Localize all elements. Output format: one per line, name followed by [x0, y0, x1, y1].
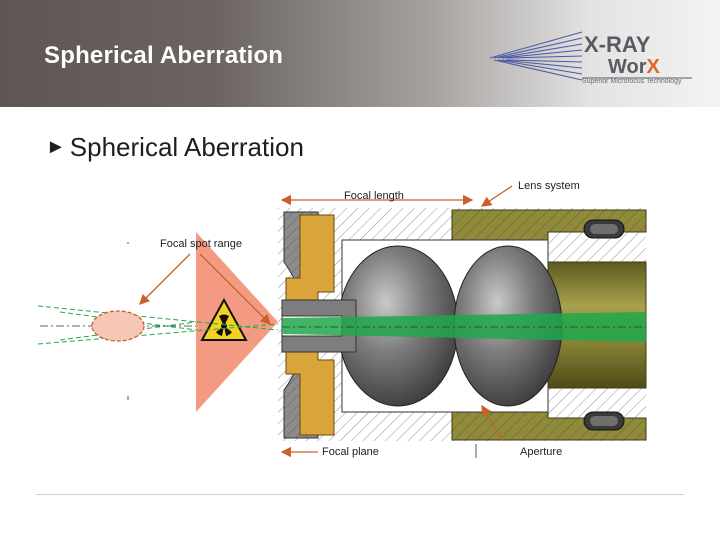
lens-system-callout-arrow — [480, 185, 513, 207]
logo-tagline: Superior Microfocus Technology — [582, 78, 682, 85]
bullet-arrow-icon: ► — [46, 136, 66, 158]
logo-chevron-graphic — [489, 31, 692, 81]
label-focal-length: Focal length — [344, 190, 404, 202]
bullet-text: Spherical Aberration — [69, 132, 304, 162]
focal-spot-ellipse — [91, 310, 145, 342]
logo-text-worx: WorX — [608, 56, 660, 78]
focal-spot-callout-arrow-left — [139, 253, 191, 305]
aperture-callout-arrow — [481, 404, 503, 441]
label-focal-spot-range: Focal spot range — [160, 238, 242, 250]
bullet-heading: ►Spherical Aberration — [46, 132, 304, 163]
company-logo: X-RAY WorX Superior Microfocus Technolog… — [486, 18, 706, 94]
label-aperture: Aperture — [520, 446, 562, 458]
logo-text-xray: X-RAY — [584, 32, 651, 57]
label-focal-plane: Focal plane — [322, 446, 379, 458]
page-title: Spherical Aberration — [44, 42, 284, 69]
label-lens-system: Lens system — [518, 180, 580, 192]
focal-spot-callout-arrow-right — [199, 253, 271, 325]
header-bar: Spherical Aberration — [0, 0, 720, 107]
footer-divider — [36, 494, 684, 495]
focal-spot-region — [37, 305, 279, 345]
